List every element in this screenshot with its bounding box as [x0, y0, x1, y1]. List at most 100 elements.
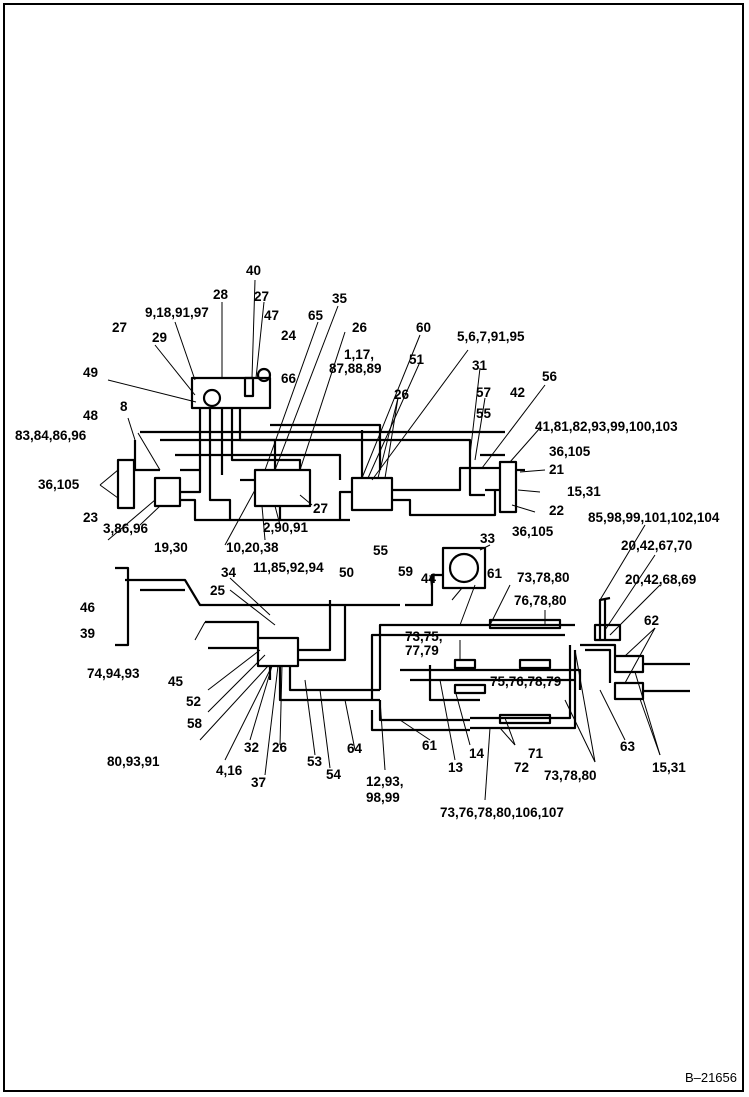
callout-73-78-80-top: 73,78,80 [517, 570, 570, 585]
callout-13: 13 [448, 760, 464, 775]
callout-3-86-96: 3,86,96 [103, 521, 149, 536]
callout-74-94-93: 74,94,93 [87, 666, 140, 681]
callout-29: 29 [152, 330, 168, 345]
callout-53: 53 [307, 754, 323, 769]
callout-62: 62 [644, 613, 660, 628]
callout-46: 46 [80, 600, 96, 615]
callout-36-105-lower: 36,105 [512, 524, 554, 539]
callout-10-20-38: 10,20,38 [226, 540, 279, 555]
callout-32: 32 [244, 740, 260, 755]
callout-12-93: 12,93, [366, 774, 404, 789]
filler-cap [243, 376, 255, 398]
callout-51: 51 [409, 352, 425, 367]
callout-80-93-91: 80,93,91 [107, 754, 160, 769]
callout-15-31-right: 15,31 [567, 484, 601, 499]
callout-27c: 27 [313, 501, 329, 516]
callout-26: 26 [352, 320, 368, 335]
callout-23: 23 [83, 510, 99, 525]
callout-20-42-67-70: 20,42,67,70 [621, 538, 693, 553]
callout-45: 45 [168, 674, 184, 689]
callout-36-105-left: 36,105 [38, 477, 80, 492]
callout-87-88-89: 87,88,89 [329, 361, 382, 376]
callout-58: 58 [187, 716, 203, 731]
oil-cooler [441, 546, 487, 590]
callout-50: 50 [339, 565, 355, 580]
callout-71: 71 [528, 746, 544, 761]
callout-47: 47 [264, 308, 280, 323]
callout-75-76-78-79: 75,76,78,79 [490, 674, 562, 689]
hose-fitting-low2 [453, 683, 487, 695]
callout-19-30: 19,30 [154, 540, 188, 555]
callout-15-31-bottom: 15,31 [652, 760, 686, 775]
cooler-fan [448, 552, 480, 584]
callout-37: 37 [251, 775, 267, 790]
callout-14: 14 [469, 746, 485, 761]
callout-34: 34 [221, 565, 237, 580]
callout-55-top: 55 [476, 406, 492, 421]
callout-54: 54 [326, 767, 342, 782]
callout-21: 21 [549, 462, 565, 477]
mount-bracket [593, 623, 622, 642]
callout-48: 48 [83, 408, 99, 423]
left-valve [153, 476, 182, 508]
callout-22: 22 [549, 503, 565, 518]
callout-98-99: 98,99 [366, 790, 400, 805]
callout-73-75: 73,75, [405, 629, 443, 644]
callout-36-105-right: 36,105 [549, 444, 591, 459]
callout-65: 65 [308, 308, 324, 323]
callout-2-90-91: 2,90,91 [263, 520, 309, 535]
gauge [256, 367, 272, 383]
callout-11-85-92-94: 11,85,92,94 [253, 560, 324, 575]
callout-61-bottom: 61 [422, 738, 438, 753]
page-border [3, 3, 744, 1092]
callout-49: 49 [83, 365, 99, 380]
callout-42: 42 [510, 385, 526, 400]
callout-83-84-86-96: 83,84,86,96 [15, 428, 87, 443]
right-valve [350, 476, 394, 512]
figure-id: B–21656 [684, 1070, 737, 1085]
callout-20-42-68-69: 20,42,68,69 [625, 572, 697, 587]
callout-26c: 26 [272, 740, 288, 755]
callout-72: 72 [514, 760, 530, 775]
callout-64: 64 [347, 741, 363, 756]
hose-fitting-mid2 [518, 658, 552, 670]
callout-44: 44 [421, 571, 437, 586]
callout-9-18-91-97: 9,18,91,97 [145, 305, 209, 320]
callout-24: 24 [281, 328, 297, 343]
callout-25: 25 [210, 583, 226, 598]
callout-76-78-80: 76,78,80 [514, 593, 567, 608]
callout-73-78-80-bottom: 73,78,80 [544, 768, 597, 783]
callout-77-79: 77,79 [405, 643, 439, 658]
hose-fitting-lower [498, 713, 552, 725]
callout-41-81-82-93-99-100-103: 41,81,82,93,99,100,103 [535, 419, 678, 434]
callout-66: 66 [281, 371, 297, 386]
callout-56: 56 [542, 369, 558, 384]
callout-1-17: 1,17, [344, 347, 375, 362]
callout-4-16: 4,16 [216, 763, 243, 778]
callout-73-76-78-80-106-107: 73,76,78,80,106,107 [440, 805, 564, 820]
callout-57: 57 [476, 385, 492, 400]
callout-31: 31 [472, 358, 488, 373]
center-valve [253, 468, 312, 508]
callout-27b: 27 [112, 320, 128, 335]
lower-control-valve [256, 636, 300, 668]
callout-5-6-7-91-95: 5,6,7,91,95 [457, 329, 525, 344]
callout-27: 27 [254, 289, 270, 304]
callout-39: 39 [80, 626, 96, 641]
right-cylinder [498, 460, 518, 514]
callout-60: 60 [416, 320, 432, 335]
callout-8: 8 [120, 399, 128, 414]
callout-33: 33 [480, 531, 496, 546]
callout-35: 35 [332, 291, 348, 306]
callout-59: 59 [398, 564, 414, 579]
callout-55: 55 [373, 543, 389, 558]
callout-85-98-99-101-102-104: 85,98,99,101,102,104 [588, 510, 720, 525]
filter-element [202, 388, 222, 408]
callout-26b: 26 [394, 387, 410, 402]
hose-fitting-mid [453, 658, 477, 670]
callout-63: 63 [620, 739, 636, 754]
callout-28: 28 [213, 287, 229, 302]
callout-40: 40 [246, 263, 262, 278]
